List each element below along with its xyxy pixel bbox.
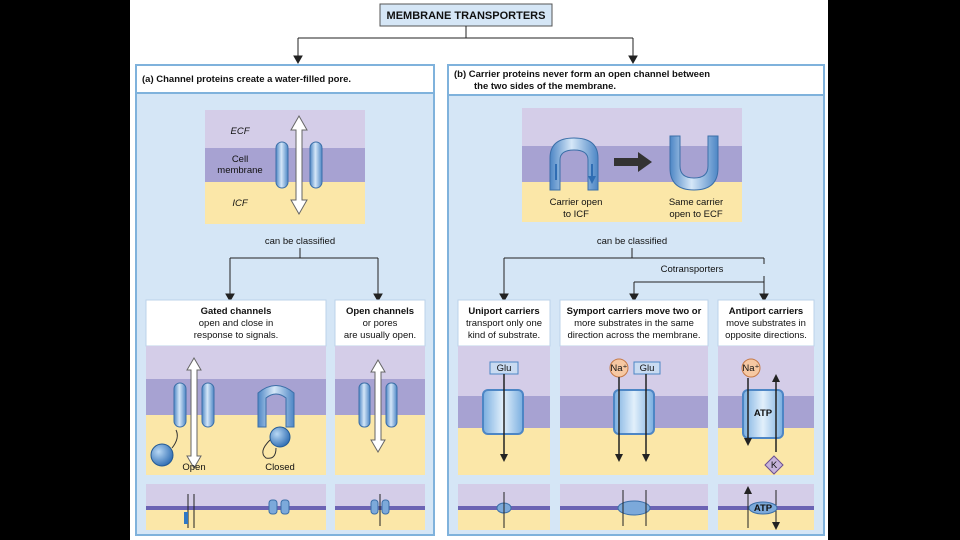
symport-ion-label: Na⁺ [610, 363, 627, 374]
open-label: Open [182, 462, 205, 473]
symport-line1: Symport carriers move two or [567, 306, 702, 317]
gated-closed-protein [257, 385, 295, 428]
panel-b-caption-1: (b) Carrier proteins never form an open … [454, 69, 710, 80]
cotransporters-label: Cotransporters [661, 264, 724, 275]
k-ion-icon [764, 455, 784, 475]
antiport-ion-label: Na⁺ [742, 363, 759, 374]
antiport-line1: Antiport carriers [729, 306, 803, 317]
panel-a-caption: (a) Channel proteins create a water-fill… [142, 74, 351, 85]
antiport-atp-label: ATP [754, 408, 773, 419]
symport-box: Symport carriers move two or more substr… [559, 299, 709, 475]
transition-arrow-icon [614, 152, 652, 172]
carrier-can-be-classified: can be classified [597, 236, 667, 247]
channel-connectors [225, 248, 383, 303]
antiport-carrier-protein [742, 389, 784, 439]
figure-stage: MEMBRANE TRANSPORTERS (a) Channel protei… [130, 0, 828, 540]
panel-b: (b) Carrier proteins never form an open … [447, 64, 825, 536]
open-channel-arrow-icon [370, 359, 386, 453]
gated-open-protein-right [201, 382, 215, 428]
uniport-line2: transport only one [466, 318, 542, 329]
antiport-box: Antiport carriers move substrates in opp… [717, 299, 815, 475]
open-channels-line3: are usually open. [344, 330, 416, 341]
uniport-carrier-protein [482, 389, 524, 435]
gated-channels-box: Gated channels open and close in respons… [145, 299, 327, 475]
carrier-open-line2: to ICF [563, 209, 589, 220]
same-carrier-line2: open to ECF [669, 209, 723, 220]
gated-open-protein-left [173, 382, 187, 428]
antiport-k-label: K [771, 460, 778, 471]
uniport-substrate-label: Glu [497, 363, 512, 374]
panel-b-caption-2: the two sides of the membrane. [474, 81, 616, 92]
gated-line1: Gated channels [201, 306, 272, 317]
uniport-line3: kind of substrate. [468, 330, 540, 341]
channel-membrane-illustration: ECF Cell membrane ICF [205, 110, 365, 224]
channel-mini-diagrams [146, 484, 425, 530]
antiport-line3: opposite directions. [725, 330, 807, 341]
same-carrier-line1: Same carrier [669, 197, 723, 208]
carrier-open-ecf-protein [669, 135, 719, 191]
carrier-open-icf-protein [549, 137, 599, 191]
symport-carrier-protein [613, 389, 655, 435]
diagram-title: MEMBRANE TRANSPORTERS [387, 10, 546, 22]
open-channels-box: Open channels or pores are usually open. [334, 299, 426, 475]
channel-protein-left [275, 141, 289, 189]
carrier-membrane-illustration: Carrier open to ICF Same carrier open to… [522, 108, 742, 222]
open-channels-line2: or pores [363, 318, 398, 329]
gate-ball-closed-icon [269, 426, 291, 448]
icf-label: ICF [232, 198, 249, 209]
carrier-mini-diagrams: ATP [458, 484, 814, 530]
open-channel-protein-left [358, 382, 371, 428]
channel-can-be-classified: can be classified [265, 236, 335, 247]
uniport-box: Uniport carriers transport only one kind… [457, 299, 551, 475]
channel-protein-right [309, 141, 323, 189]
symport-line2: more substrates in the same [574, 318, 694, 329]
title-connectors [293, 26, 638, 65]
uniport-line1: Uniport carriers [468, 306, 539, 317]
gated-line2: open and close in [199, 318, 273, 329]
antiport-line2: move substrates in [726, 318, 806, 329]
cell-membrane-label-1: Cell [232, 154, 248, 165]
symport-line3: direction across the membrane. [567, 330, 700, 341]
carrier-open-line1: Carrier open [550, 197, 603, 208]
carrier-connectors [499, 248, 769, 303]
closed-label: Closed [265, 462, 295, 473]
open-channel-protein-right [385, 382, 398, 428]
gate-ball-open-icon [150, 443, 174, 467]
panel-a: (a) Channel proteins create a water-fill… [135, 64, 435, 536]
open-channels-line1: Open channels [346, 306, 414, 317]
ecf-label: ECF [231, 126, 251, 137]
antiport-na-icon [741, 358, 761, 378]
cell-membrane-label-2: membrane [217, 165, 262, 176]
symport-substrate-label: Glu [640, 363, 655, 374]
title-box: MEMBRANE TRANSPORTERS [379, 3, 553, 27]
gated-open-arrow-icon [186, 357, 202, 469]
gated-line3: response to signals. [194, 330, 279, 341]
membrane-transporters-diagram: MEMBRANE TRANSPORTERS (a) Channel protei… [135, 3, 825, 536]
antiport-atp-bottom-label: ATP [754, 503, 773, 514]
double-arrow-icon [290, 114, 308, 216]
